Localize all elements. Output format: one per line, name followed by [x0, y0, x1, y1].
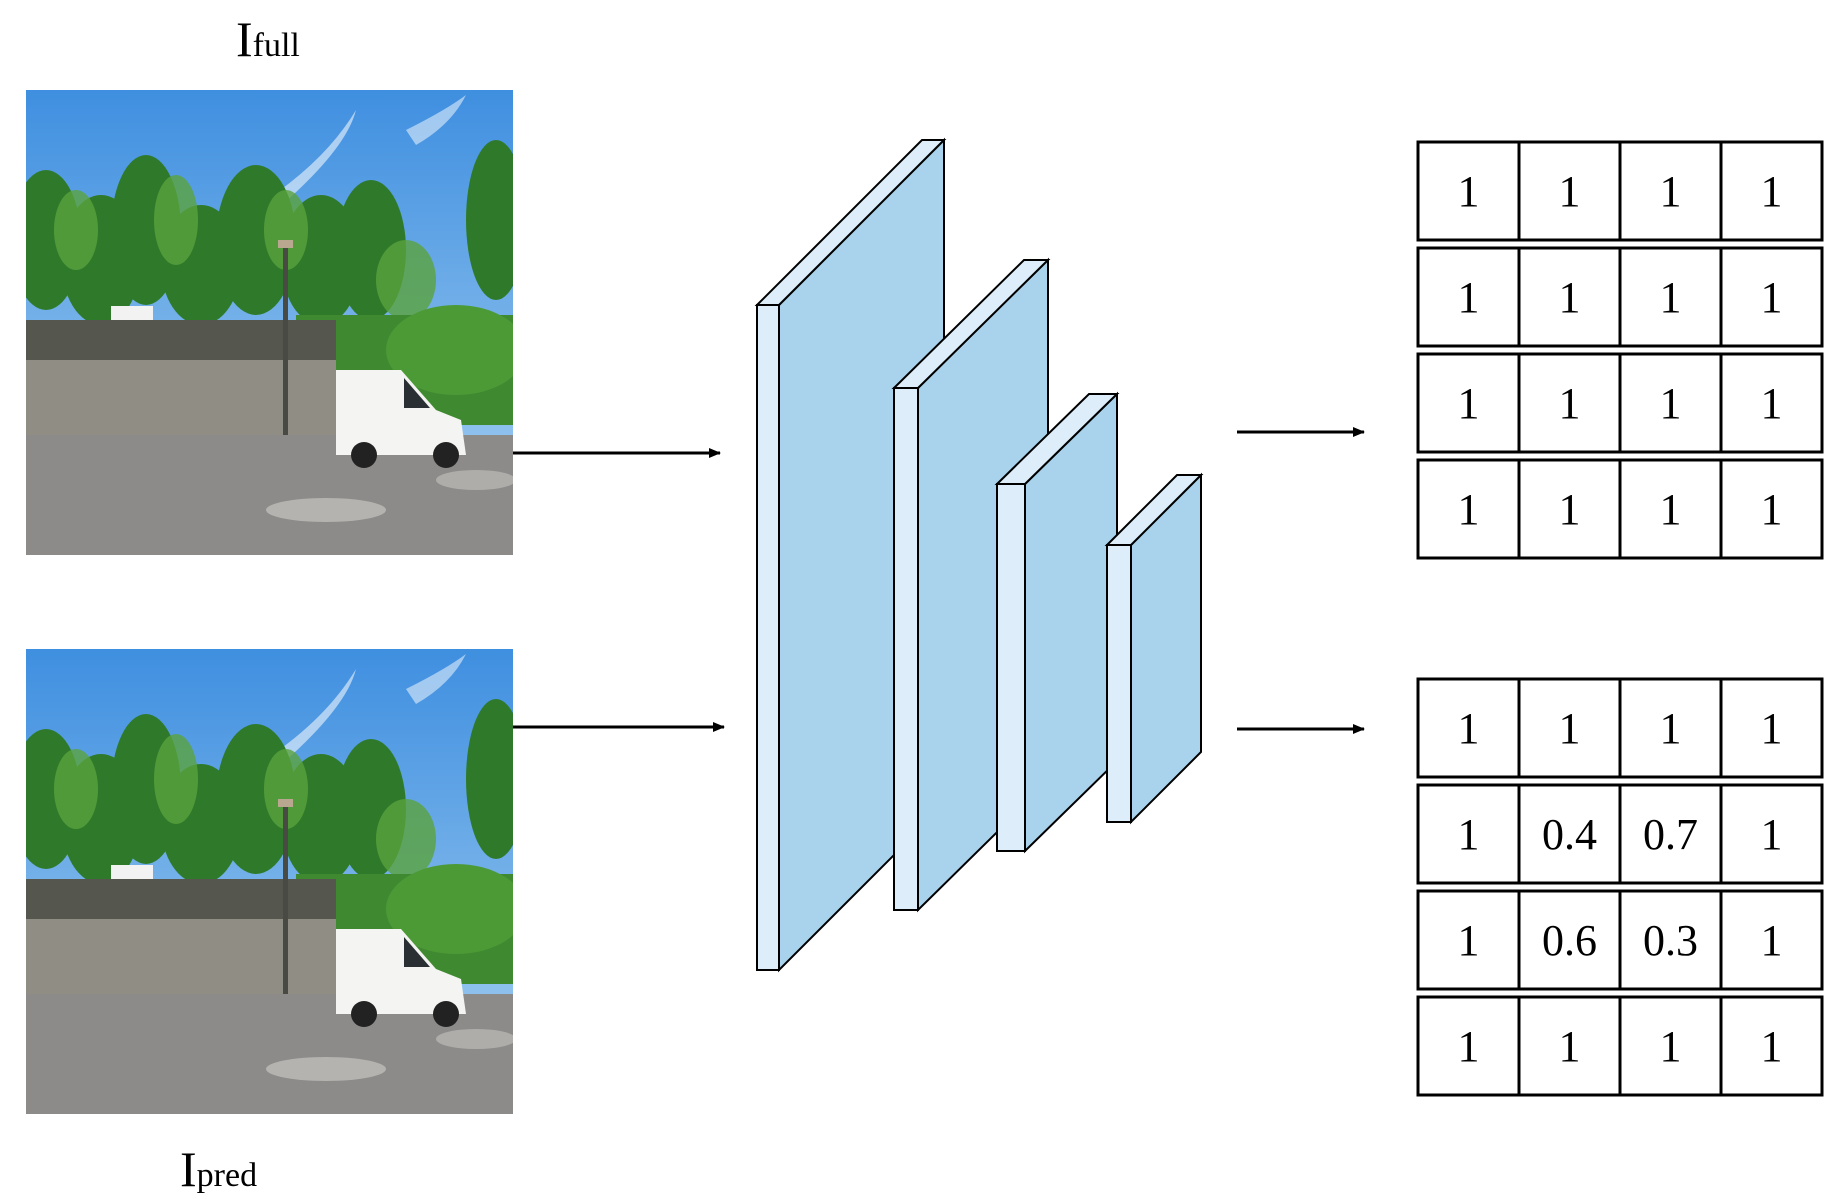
grid-cell	[1517, 458, 1622, 560]
grid-cell-value: 1	[1559, 379, 1581, 428]
grid-cell-value: 1	[1761, 485, 1783, 534]
grid-cell	[1719, 783, 1824, 885]
grid-cell	[1719, 246, 1824, 348]
grid-cell	[1618, 458, 1723, 560]
grid-cell-value: 1	[1559, 167, 1581, 216]
grid-cell	[1517, 677, 1622, 779]
grid-cell-value: 1	[1761, 810, 1783, 859]
label-i-full-sub: full	[252, 27, 300, 64]
grid-cell	[1618, 783, 1723, 885]
grid-cell	[1719, 889, 1824, 991]
grid-cell-value: 0.7	[1643, 810, 1698, 859]
grid-cell-value: 1	[1458, 379, 1480, 428]
grid-cell-value: 1	[1761, 1022, 1783, 1071]
grid-cell	[1618, 352, 1723, 454]
grid-cell	[1719, 458, 1824, 560]
grid-cell-value: 1	[1559, 704, 1581, 753]
grid-cell-value: 1	[1458, 167, 1480, 216]
grid-cell-value: 1	[1559, 485, 1581, 534]
grid-cell-value: 1	[1660, 1022, 1682, 1071]
grid-cell-value: 1	[1458, 810, 1480, 859]
grid-cell	[1517, 783, 1622, 885]
grid-cell-value: 1	[1660, 167, 1682, 216]
grid-cell-value: 1	[1458, 485, 1480, 534]
label-i-pred: Ipred	[180, 1140, 257, 1198]
grid-cell-value: 0.4	[1542, 810, 1597, 859]
grid-cell	[1517, 246, 1622, 348]
grid-cell-value: 1	[1761, 273, 1783, 322]
cnn-layer-edge	[756, 304, 780, 971]
grid-cell	[1618, 677, 1723, 779]
label-i-pred-sub: pred	[196, 1157, 258, 1194]
grid-cell-value: 1	[1458, 273, 1480, 322]
label-i-full-main: I	[236, 11, 253, 67]
grid-cell-value: 1	[1559, 1022, 1581, 1071]
grid-cell	[1416, 246, 1521, 348]
label-i-pred-main: I	[180, 1141, 197, 1197]
grid-cell-value: 1	[1761, 916, 1783, 965]
grid-cell-value: 1	[1660, 273, 1682, 322]
grid-cell	[1416, 995, 1521, 1097]
grid-cell-value: 1	[1458, 1022, 1480, 1071]
grid-cell-value: 1	[1458, 704, 1480, 753]
grid-cell	[1416, 783, 1521, 885]
grid-cell	[1618, 140, 1723, 242]
output-grid-2: 1 1 1 1 1 0.4 0.7 1 1 0.6 0.3 1 1 1 1 1	[1416, 677, 1824, 1097]
grid-cell	[1719, 140, 1824, 242]
label-i-full: Ifull	[236, 10, 300, 68]
input-image-pred	[26, 649, 513, 1114]
grid-cell-value: 1	[1660, 379, 1682, 428]
output-grids: 1 1 1 1 1 1 1 1 1 1 1 1 1 1 1 1 1 1 1 1 1 0.4 0.7 1 1 0.6 0.3 1 1 1 1 1	[1416, 140, 1824, 1097]
input-image-full	[26, 90, 513, 555]
grid-cell-value: 1	[1660, 485, 1682, 534]
grid-cell	[1416, 677, 1521, 779]
grid-cell	[1719, 995, 1824, 1097]
grid-cell	[1618, 246, 1723, 348]
cnn-layer-edge	[893, 387, 919, 911]
grid-cell-value: 1	[1761, 704, 1783, 753]
cnn-layer-edge	[1106, 544, 1132, 823]
grid-cell-value: 0.3	[1643, 916, 1698, 965]
cnn-layer-4	[1104, 472, 1204, 825]
grid-cell-value: 1	[1761, 167, 1783, 216]
grid-cell	[1618, 995, 1723, 1097]
grid-cell-value: 1	[1660, 704, 1682, 753]
grid-cell	[1719, 677, 1824, 779]
output-grid-1: 1 1 1 1 1 1 1 1 1 1 1 1 1 1 1 1	[1416, 140, 1824, 560]
cnn-layers	[754, 137, 1204, 973]
grid-cell-value: 1	[1559, 273, 1581, 322]
cnn-layer-edge	[996, 483, 1026, 852]
grid-cell-value: 1	[1761, 379, 1783, 428]
grid-cell	[1719, 352, 1824, 454]
grid-cell-value: 1	[1458, 916, 1480, 965]
cnn-layer-3	[994, 391, 1120, 854]
grid-cell-value: 0.6	[1542, 916, 1597, 965]
grid-cell	[1517, 995, 1622, 1097]
